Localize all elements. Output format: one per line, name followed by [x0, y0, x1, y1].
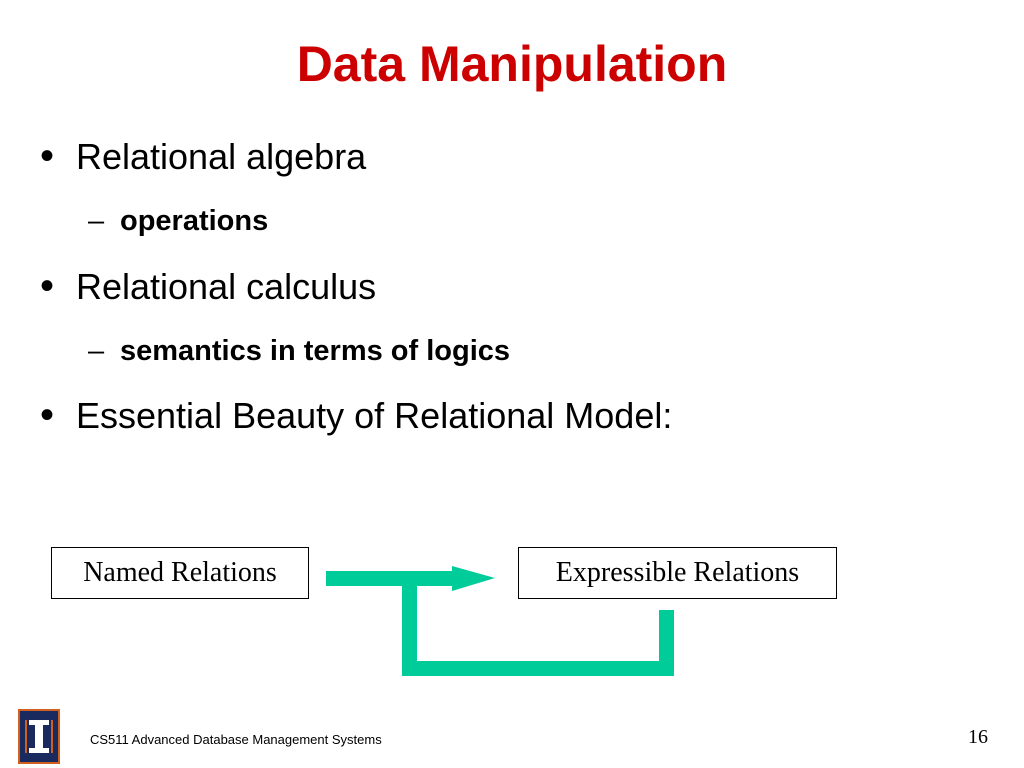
sub-bullet-text: operations [120, 205, 269, 237]
loop-left-leg [402, 578, 417, 676]
bullet-text: Relational algebra [76, 136, 367, 177]
dash-icon: – [88, 205, 105, 237]
bullet-icon: • [40, 264, 55, 308]
illinois-i-logo-icon [18, 709, 60, 764]
footer-course-title: CS511 Advanced Database Management Syste… [90, 732, 382, 747]
bullet-text: Essential Beauty of Relational Model: [76, 395, 673, 436]
bullet-item: • Relational calculus [40, 264, 376, 309]
page-number: 16 [968, 726, 988, 748]
sub-bullet-item: –operations [88, 202, 268, 240]
named-relations-box: Named Relations [51, 547, 309, 599]
bullet-text: Relational calculus [76, 266, 377, 307]
sub-bullet-item: –semantics in terms of logics [88, 332, 510, 370]
expressible-relations-box: Expressible Relations [518, 547, 837, 599]
dash-icon: – [88, 335, 105, 367]
sub-bullet-text: semantics in terms of logics [120, 335, 511, 367]
loop-right-leg [659, 610, 674, 676]
bullet-icon: • [40, 134, 55, 178]
bullet-item: • Relational algebra [40, 134, 366, 179]
arrow-head-icon [452, 566, 495, 591]
loop-bottom [402, 661, 674, 676]
slide-title: Data Manipulation [296, 36, 728, 92]
bullet-item: • Essential Beauty of Relational Model: [40, 393, 672, 438]
arrow-shaft [326, 571, 454, 586]
bullet-icon: • [40, 393, 55, 437]
